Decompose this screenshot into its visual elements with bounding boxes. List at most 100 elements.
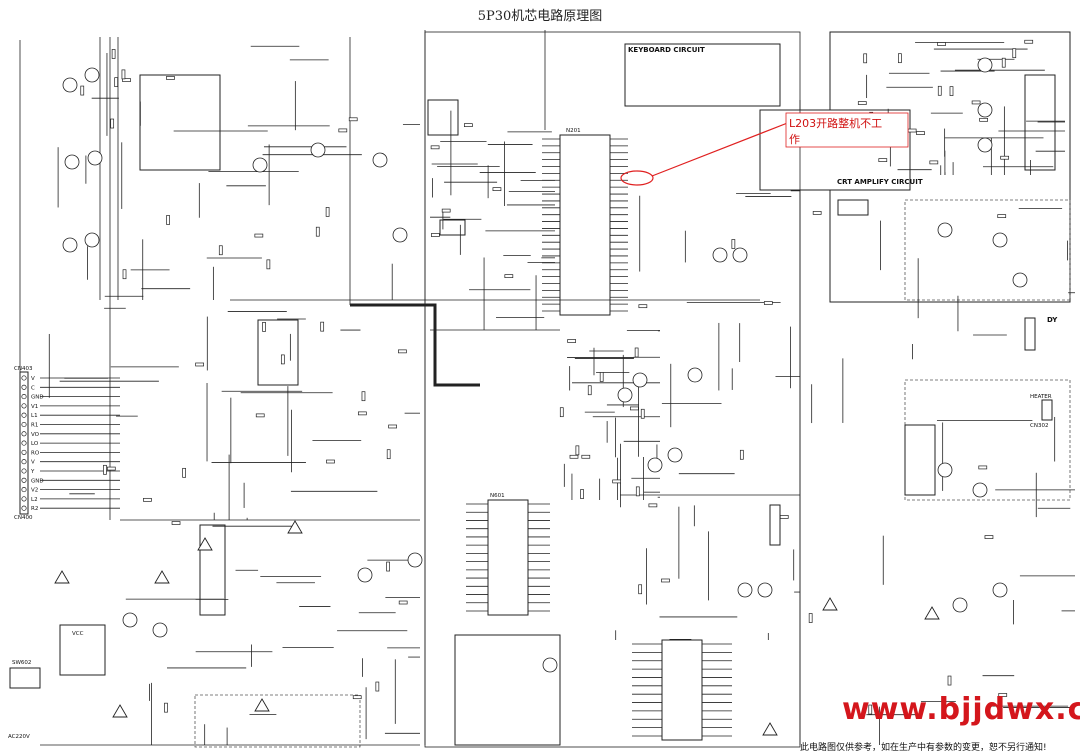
dy-label: DY <box>1047 316 1058 324</box>
transistor <box>392 227 408 243</box>
connector-pin-label: V <box>31 376 35 382</box>
resistor <box>898 53 902 64</box>
transistor <box>407 552 423 568</box>
sw-ic <box>439 219 466 236</box>
video-ic-block <box>139 74 221 171</box>
resistor <box>218 245 223 256</box>
resistor <box>121 69 126 80</box>
diagram-title: 5P30机芯电路原理图 <box>478 8 603 24</box>
resistor <box>937 85 942 96</box>
connector-pin-label: GND <box>31 395 44 401</box>
capacitor <box>857 101 867 105</box>
connector-pin-label: R2 <box>31 506 38 512</box>
main-ic-n201 <box>559 134 611 316</box>
capacitor <box>978 465 988 470</box>
resistor <box>640 408 645 419</box>
ac-input-label: AC220V <box>8 734 30 740</box>
connector-pin <box>21 384 27 390</box>
capacitor <box>779 515 789 519</box>
resistor <box>280 354 285 365</box>
capacitor <box>581 454 591 459</box>
capacitor <box>254 233 264 238</box>
eeprom-ic <box>427 99 459 136</box>
capacitor <box>1000 155 1010 160</box>
transistor <box>310 142 326 158</box>
resistor <box>315 226 320 237</box>
tuner-box <box>454 634 561 746</box>
capacitor <box>430 145 440 150</box>
resistor <box>947 675 952 686</box>
resistor <box>182 467 186 478</box>
capacitor <box>929 160 939 165</box>
transistor <box>667 447 683 463</box>
capacitor <box>255 413 265 418</box>
resistor <box>1001 57 1006 68</box>
capacitor <box>638 304 648 309</box>
footer-note: 此电路图仅供参考，如在生产中有参数的变更，恕不另行通知! <box>800 741 1047 753</box>
transistor <box>64 154 80 170</box>
components <box>62 39 1034 715</box>
annotation-line-1: L203开路整机不工 <box>789 116 882 130</box>
transistor <box>62 237 78 253</box>
keyboard-circuit-label: KEYBOARD CIRCUIT <box>628 46 705 54</box>
resistor <box>122 269 127 280</box>
capacitor <box>612 479 622 484</box>
resistor <box>575 445 580 456</box>
capacitor <box>195 362 204 367</box>
transistor <box>952 597 968 613</box>
resistor <box>634 347 639 358</box>
audio-ic-pins <box>466 503 550 612</box>
resistor <box>375 681 380 692</box>
connector-pin-label: GND <box>31 478 44 484</box>
resistor <box>386 561 390 572</box>
keyboard-circuit-box <box>624 43 781 107</box>
capacitor <box>348 117 358 122</box>
resistor <box>114 77 119 88</box>
resistor <box>164 702 168 713</box>
transistor <box>737 582 753 598</box>
website-watermark: www.bjjdwx.com <box>842 692 1080 727</box>
transistor <box>252 157 268 173</box>
connector-pin-label: V2 <box>31 488 38 494</box>
transistor <box>937 222 953 238</box>
speaker-connector <box>769 504 781 546</box>
resistor <box>638 584 643 595</box>
connector-pin <box>21 449 27 455</box>
audio-ic-label: N601 <box>490 493 505 499</box>
transistor <box>1012 272 1028 288</box>
capacitor <box>338 128 348 133</box>
tda-ic <box>837 199 869 216</box>
capacitor <box>979 117 988 122</box>
capacitor <box>971 100 981 105</box>
connector-pin <box>21 412 27 418</box>
capacitor <box>492 187 502 191</box>
capacitor <box>648 503 658 508</box>
transistor <box>992 582 1008 598</box>
transistor <box>152 622 168 638</box>
connector-pin-label: V1 <box>31 404 38 410</box>
sw602-label: SW602 <box>12 660 31 666</box>
connector-pin <box>21 468 27 474</box>
capacitor <box>504 274 514 278</box>
bottom-ic <box>661 639 703 741</box>
resistor <box>559 407 564 418</box>
transistor <box>122 612 138 628</box>
av-bus-thick <box>350 303 480 387</box>
transistor <box>712 247 728 263</box>
resistor <box>103 464 107 475</box>
capacitor <box>763 301 773 305</box>
heater-label: HEATER <box>1030 394 1052 400</box>
resistor <box>635 486 640 497</box>
connector-pin-label: RO <box>31 450 40 456</box>
transistor <box>977 57 993 73</box>
capacitor <box>812 211 822 215</box>
l203-highlight-circle <box>620 170 654 186</box>
capacitor <box>166 76 175 80</box>
capacitor <box>998 693 1008 697</box>
connector-pin-label: C <box>31 385 35 391</box>
connector-pin <box>21 375 27 381</box>
annotation-line-2: 作 <box>789 133 800 146</box>
capacitor <box>352 695 362 700</box>
